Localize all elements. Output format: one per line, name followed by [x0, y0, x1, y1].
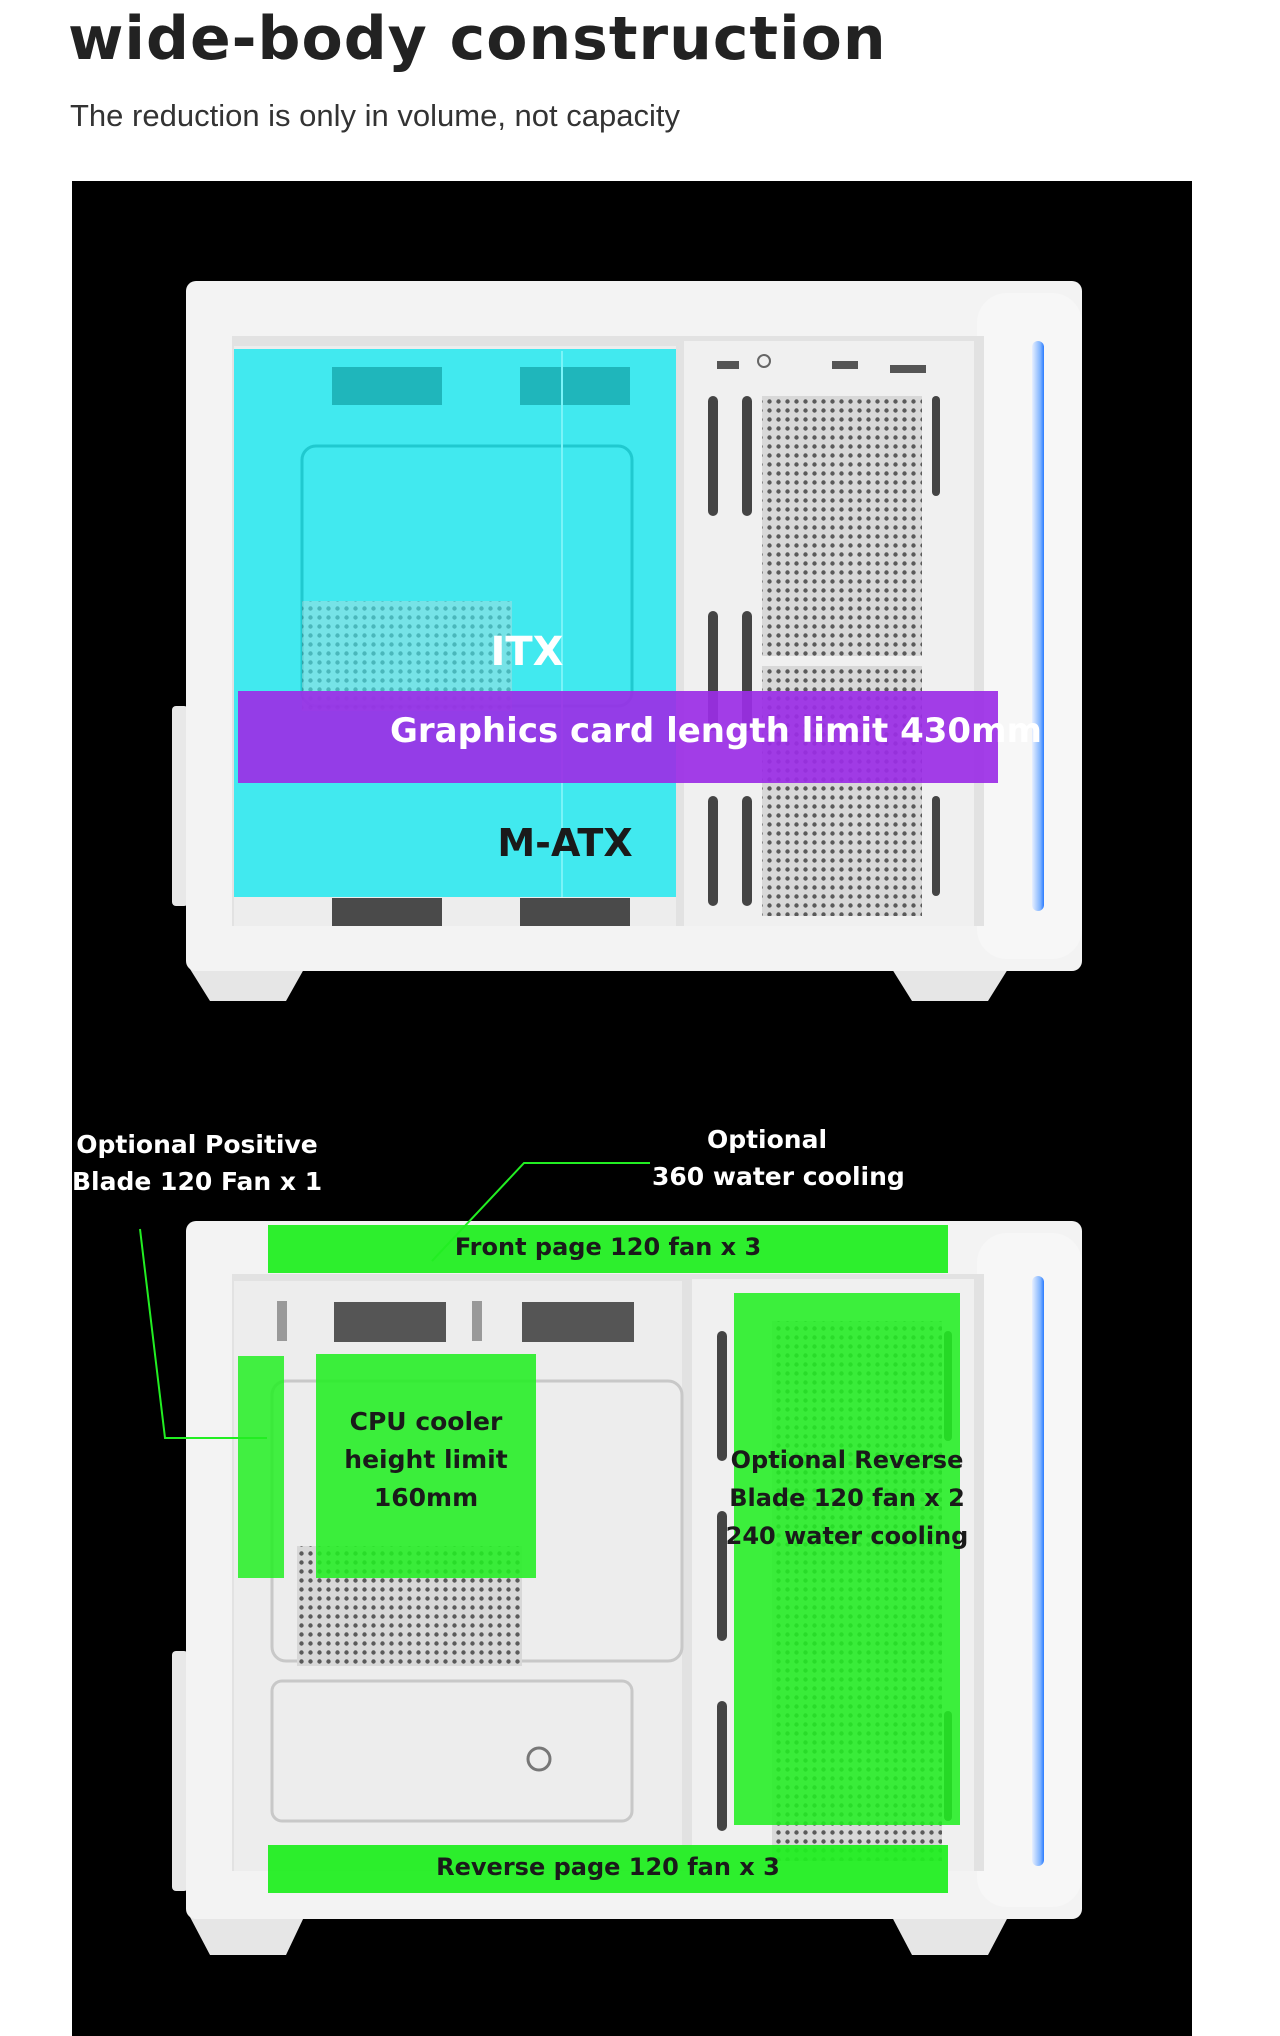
top-case-illustration: [172, 281, 1082, 1001]
water-cooling-line: Optional: [706, 1125, 828, 1154]
rgb-strip: [1032, 1276, 1044, 1866]
case-foot: [892, 1917, 1008, 1955]
leader-line: [431, 1162, 650, 1262]
product-image: ITX Graphics card length limit 430mm M-A…: [72, 181, 1192, 2036]
bottom-case-illustration: [139, 1162, 1082, 1955]
reverse-blade-label: Optional Reverse Blade 120 fan x 2 240 w…: [714, 1441, 980, 1555]
reverse-blade-line: 240 water cooling: [725, 1522, 969, 1550]
cpu-cooler-line: height limit: [344, 1445, 508, 1474]
gpu-length-label: Graphics card length limit 430mm: [390, 711, 1042, 751]
reverse-blade-line: Blade 120 fan x 2: [729, 1484, 965, 1512]
leader-line: [139, 1228, 267, 1439]
reverse-blade-line: Optional Reverse: [730, 1446, 964, 1474]
cpu-cooler-line: 160mm: [373, 1483, 479, 1512]
cpu-cooler-line: CPU cooler: [349, 1407, 503, 1436]
page-title: wide-body construction: [68, 4, 887, 74]
itx-label: ITX: [490, 629, 564, 675]
cpu-cooler-zone: [316, 1354, 536, 1578]
optional-positive-fan-line: Optional Positive: [76, 1130, 318, 1159]
gpu-length-bar: [238, 691, 998, 783]
matx-label: M-ATX: [497, 821, 633, 865]
positive-fan-zone: [238, 1356, 284, 1578]
case-foot: [190, 1917, 304, 1955]
case-foot: [892, 969, 1008, 1001]
reverse-side-fan-zone: [268, 1845, 948, 1893]
reverse-fan-label: Reverse page 120 fan x 3: [436, 1853, 780, 1881]
reverse-fan-zone: [734, 1293, 960, 1825]
water-cooling-label: Optional 360 water cooling: [652, 1121, 905, 1195]
optional-positive-fan-line: Blade 120 Fan x 1: [72, 1167, 323, 1196]
case-foot: [190, 969, 304, 1001]
page-subtitle: The reduction is only in volume, not cap…: [70, 98, 680, 133]
front-fan-label: Front page 120 fan x 3: [454, 1233, 762, 1261]
water-cooling-line: 360 water cooling: [652, 1162, 905, 1191]
rgb-strip: [1032, 341, 1044, 911]
cpu-cooler-label: CPU cooler height limit 160mm: [316, 1403, 536, 1517]
front-fan-zone: [268, 1225, 948, 1273]
optional-positive-fan-label: Optional Positive Blade 120 Fan x 1: [72, 1126, 322, 1200]
